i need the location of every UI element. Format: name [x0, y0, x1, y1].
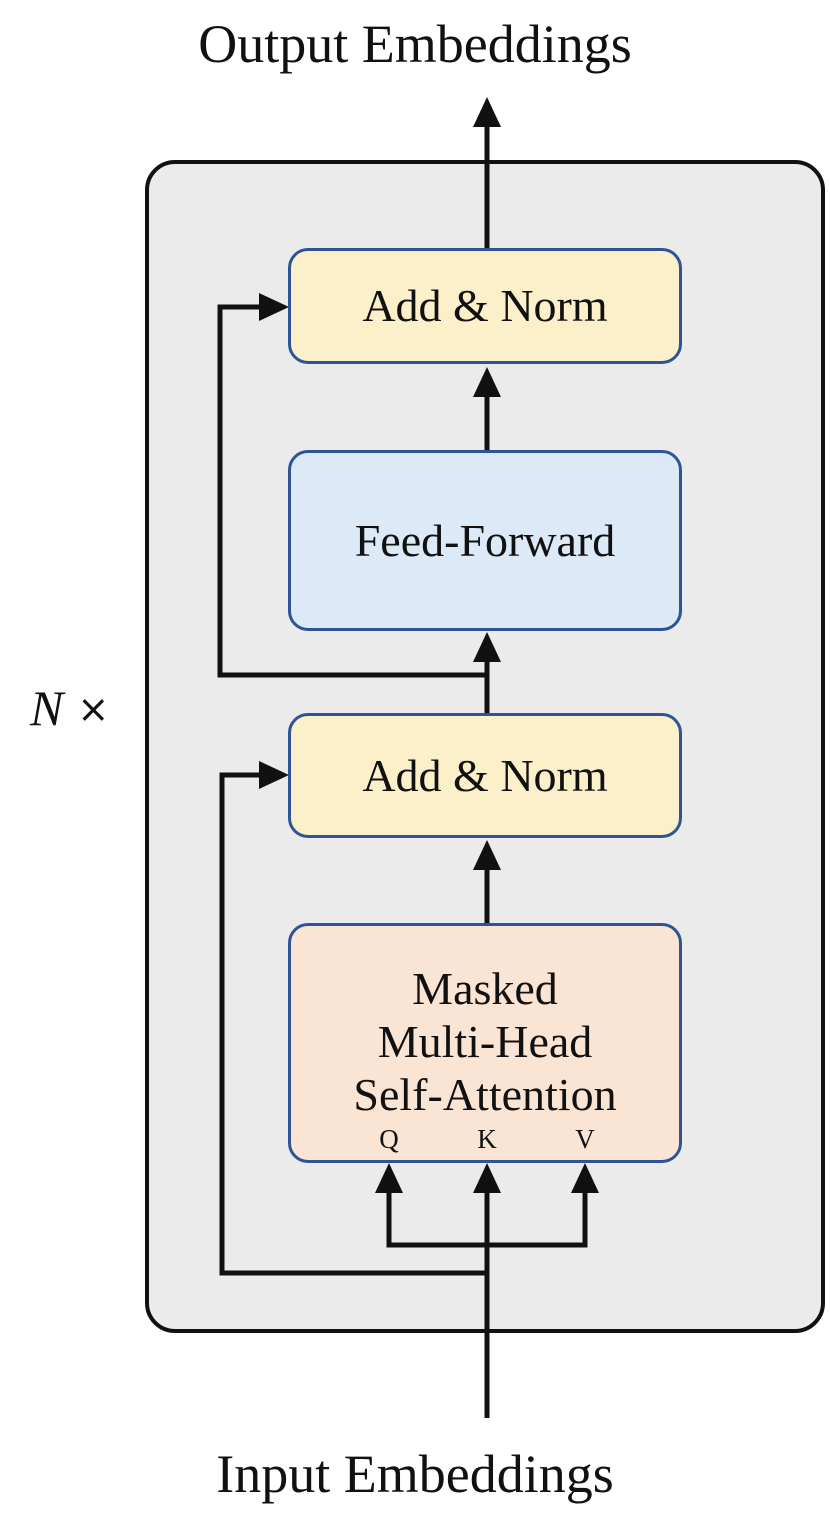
input-arrow: [473, 1163, 501, 1418]
feed-forward-label: Feed-Forward: [354, 514, 616, 566]
attention-label-line-3: Self-Attention: [353, 1069, 617, 1120]
feed-forward-block: Feed-Forward: [288, 450, 682, 631]
repeat-n: N: [30, 680, 64, 736]
add-norm-top-label: Add & Norm: [362, 280, 608, 331]
multiply-symbol: ×: [77, 687, 110, 731]
masked-self-attention-block: Masked Multi-Head Self-Attention Q K V: [288, 923, 682, 1163]
key-input-label: K: [477, 1124, 497, 1154]
output-embeddings-label: Output Embeddings: [198, 14, 632, 74]
feedforward-to-addnorm-arrow: [473, 367, 501, 450]
output-arrow: [473, 97, 501, 248]
masked-self-attention-label: Masked Multi-Head Self-Attention: [353, 962, 616, 1121]
attention-to-addnorm-arrow: [473, 840, 501, 923]
add-norm-top-block: Add & Norm: [288, 248, 682, 364]
qkv-branch-arrows: [375, 1163, 599, 1248]
value-input-label: V: [575, 1124, 595, 1154]
residual-connection-top: [217, 293, 487, 678]
attention-label-line-1: Masked: [412, 963, 558, 1014]
input-embeddings-label: Input Embeddings: [216, 1444, 614, 1504]
attention-label-line-2: Multi-Head: [377, 1016, 593, 1067]
add-norm-bottom-label: Add & Norm: [362, 749, 608, 801]
repeat-n-times-label: N×: [30, 682, 109, 735]
query-input-label: Q: [379, 1124, 399, 1154]
residual-connection-bottom: [219, 761, 487, 1276]
add-norm-bottom-block: Add & Norm: [288, 713, 682, 838]
